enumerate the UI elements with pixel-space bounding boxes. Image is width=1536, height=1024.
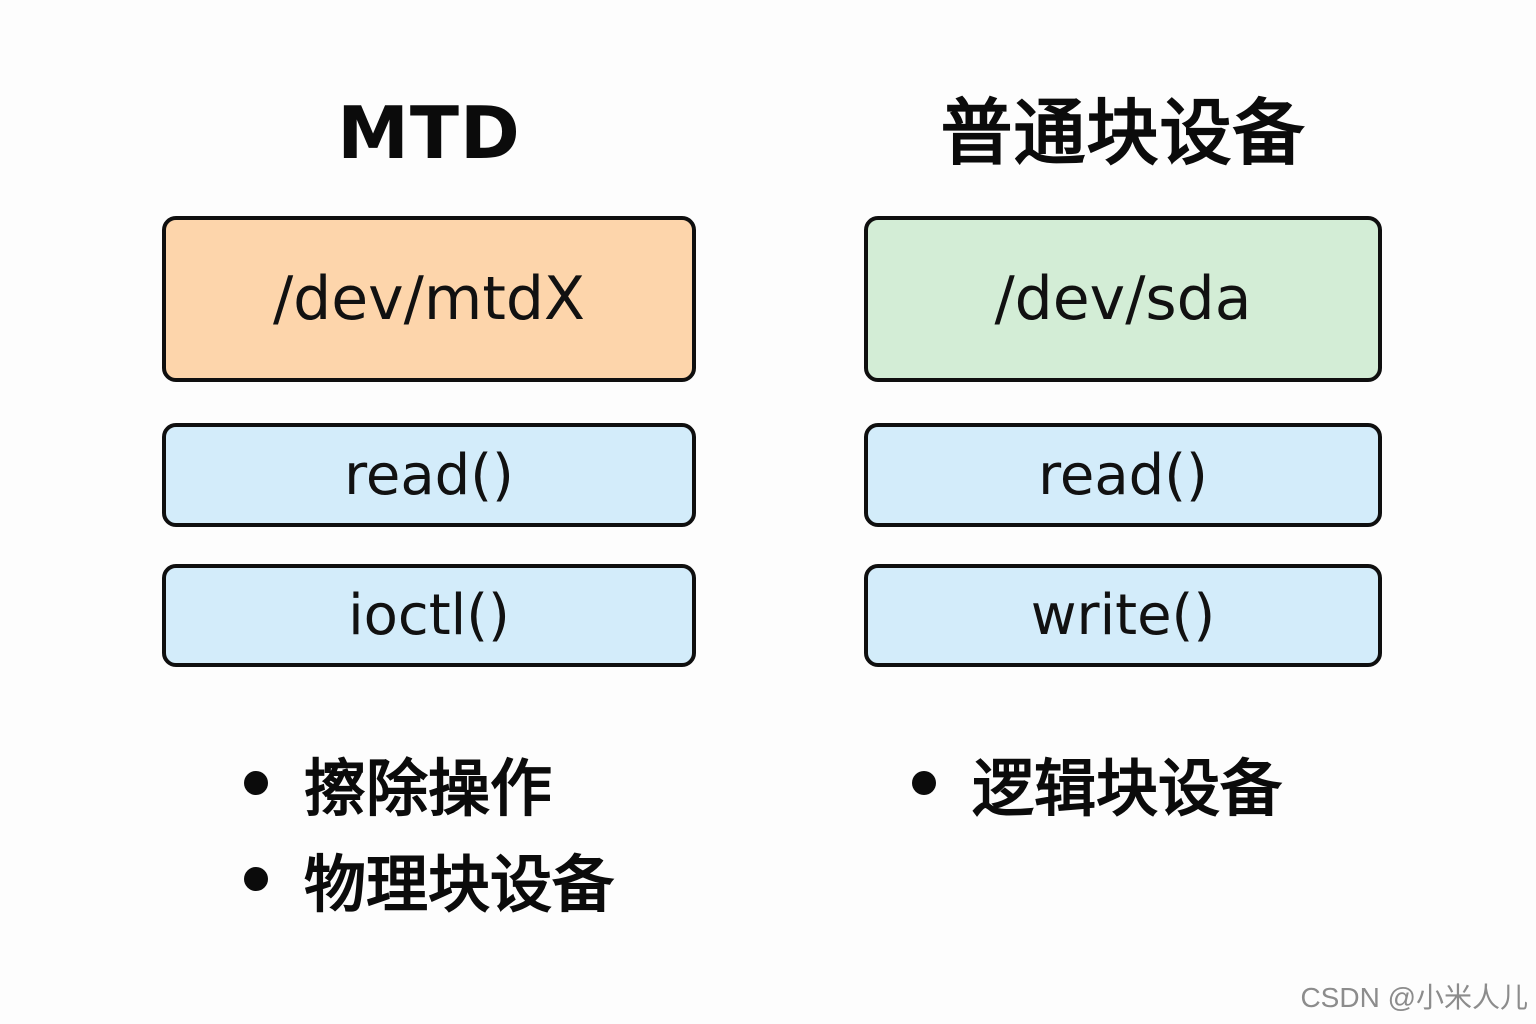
block-device-feature-item: 逻辑块设备 (912, 735, 1282, 831)
block-read-call-label: read() (1038, 442, 1208, 508)
block-device-title: 普通块设备 (940, 91, 1306, 175)
bullet-dot-icon (912, 771, 936, 795)
mtd-device-node-label: /dev/mtdX (272, 264, 586, 334)
mtd-ioctl-call-box: ioctl() (162, 564, 696, 667)
mtd-feature-item: 擦除操作 (244, 735, 614, 831)
mtd-feature-label: 物理块设备 (304, 848, 615, 921)
block-write-call-label: write() (1030, 583, 1216, 648)
block-write-call-box: write() (864, 564, 1382, 667)
bullet-dot-icon (244, 771, 268, 795)
mtd-feature-item: 物理块设备 (244, 831, 614, 927)
block-device-node-box: /dev/sda (864, 216, 1382, 382)
mtd-read-call-box: read() (162, 423, 696, 527)
block-device-feature-label: 逻辑块设备 (972, 752, 1283, 825)
bullet-dot-icon (244, 867, 268, 891)
mtd-title: MTD (337, 91, 521, 175)
block-device-feature-list: 逻辑块设备 (912, 735, 1282, 831)
mtd-ioctl-call-label: ioctl() (348, 583, 510, 648)
mtd-read-call-label: read() (344, 442, 514, 508)
watermark: CSDN @小米人儿 (1300, 982, 1528, 1013)
block-device-node-label: /dev/sda (994, 264, 1252, 334)
mtd-device-node-box: /dev/mtdX (162, 216, 696, 382)
mtd-feature-label: 擦除操作 (304, 752, 553, 825)
block-read-call-box: read() (864, 423, 1382, 527)
mtd-feature-list: 擦除操作 物理块设备 (244, 735, 614, 927)
